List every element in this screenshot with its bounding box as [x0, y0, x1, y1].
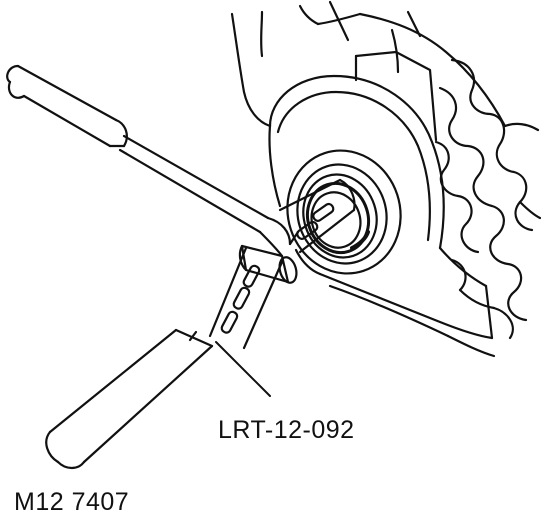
tool-lower-grip — [45, 328, 214, 470]
tool-t-handle — [6, 64, 300, 258]
tool-number-label: LRT-12-092 — [218, 416, 355, 444]
tool-shaft — [208, 178, 356, 350]
engine-block-outline — [230, 0, 507, 358]
crankshaft-seal — [286, 149, 402, 275]
callout-leader-line — [215, 341, 271, 397]
engine-block-ribs — [434, 58, 541, 340]
figure-reference-number: M12 7407 — [14, 488, 130, 516]
